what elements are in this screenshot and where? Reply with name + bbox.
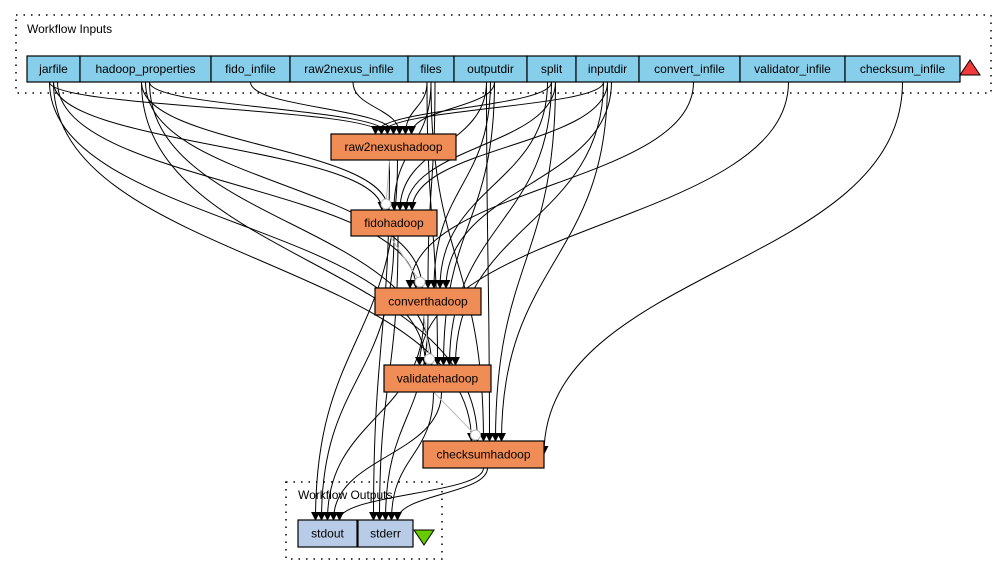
control-link-end-icon [470,429,481,441]
input-port-label: jarfile [38,62,68,76]
control-link-end-icon [380,198,392,210]
data-link [407,81,608,211]
data-link [57,81,421,289]
data-link [381,314,429,521]
data-link [145,81,427,289]
data-link [429,81,491,289]
data-link [401,81,556,211]
control-link [385,159,390,205]
input-port-label: files [420,62,441,76]
input-port-label: validator_infile [754,62,831,76]
data-link [323,314,425,521]
data-link [435,81,548,289]
control-link-end-icon [424,353,435,365]
processor-raw2nexushadoop[interactable]: raw2nexushadoop [330,133,457,161]
input-port-label: convert_infile [654,62,725,76]
input-port-label: inputdir [588,62,627,76]
output-port-label: stderr [370,527,401,541]
control-link [423,314,430,360]
data-link [352,81,404,135]
control-link [389,235,421,283]
data-link [445,81,552,366]
input-port-hadoop-properties[interactable]: hadoop_properties [79,55,212,83]
data-link [53,81,387,211]
processor-label: fidohadoop [364,216,424,230]
input-port-raw2nexus-infile[interactable]: raw2nexus_infile [289,55,409,83]
outputs-triangle-icon [413,529,435,546]
data-link [250,81,398,135]
data-link [439,81,495,366]
input-port-label: split [541,62,563,76]
workflow-outputs-title: Workflow Outputs [298,488,392,502]
output-port-stderr[interactable]: stderr [357,519,414,548]
input-port-inputdir[interactable]: inputdir [575,55,640,83]
data-link [149,81,392,135]
data-link [407,81,495,135]
output-port-label: stdout [311,527,344,541]
processor-checksumhadoop[interactable]: checksumhadoop [422,440,545,469]
data-link [317,235,395,521]
input-port-label: checksum_infile [860,62,946,76]
control-link [433,391,476,436]
input-port-outputdir[interactable]: outputdir [453,55,528,83]
input-port-split[interactable]: split [526,55,577,83]
processor-label: converthadoop [388,295,468,309]
processor-fidohadoop[interactable]: fidohadoop [350,209,438,237]
inputs-triangle-icon [959,59,981,76]
data-link [335,467,484,521]
input-port-convert-infile[interactable]: convert_infile [638,55,741,83]
data-link [401,81,428,135]
input-port-files[interactable]: files [407,55,455,83]
output-port-stdout[interactable]: stdout [297,519,358,548]
data-link [393,467,488,521]
processor-converthadoop[interactable]: converthadoop [374,287,482,316]
data-link [329,391,442,521]
processor-label: validatehadoop [397,372,479,386]
data-link [405,81,694,289]
input-port-label: outputdir [467,62,514,76]
data-link [371,81,552,135]
control-link-end-icon [414,276,426,288]
input-port-label: raw2nexus_infile [304,62,394,76]
workflow-inputs-group [15,14,992,94]
data-link [141,81,393,211]
input-port-validator-infile[interactable]: validator_infile [739,55,846,83]
processor-validatehadoop[interactable]: validatehadoop [383,364,492,393]
data-link [491,81,556,442]
data-link [387,391,434,521]
data-link [377,81,604,135]
input-port-checksum-infile[interactable]: checksum_infile [844,55,961,83]
input-port-label: hadoop_properties [95,62,195,76]
input-port-fido-infile[interactable]: fido_infile [210,55,291,83]
workflow-inputs-title: Workflow Inputs [27,22,112,36]
data-link [539,81,903,455]
workflow-outputs-group [285,481,443,560]
data-link [49,81,386,135]
processor-label: raw2nexushadoop [344,140,442,154]
processor-label: checksumhadoop [436,448,530,462]
data-link [497,81,608,442]
data-link [451,81,604,366]
input-port-label: fido_infile [225,62,276,76]
data-link [441,81,612,289]
input-port-jarfile[interactable]: jarfile [26,55,81,83]
